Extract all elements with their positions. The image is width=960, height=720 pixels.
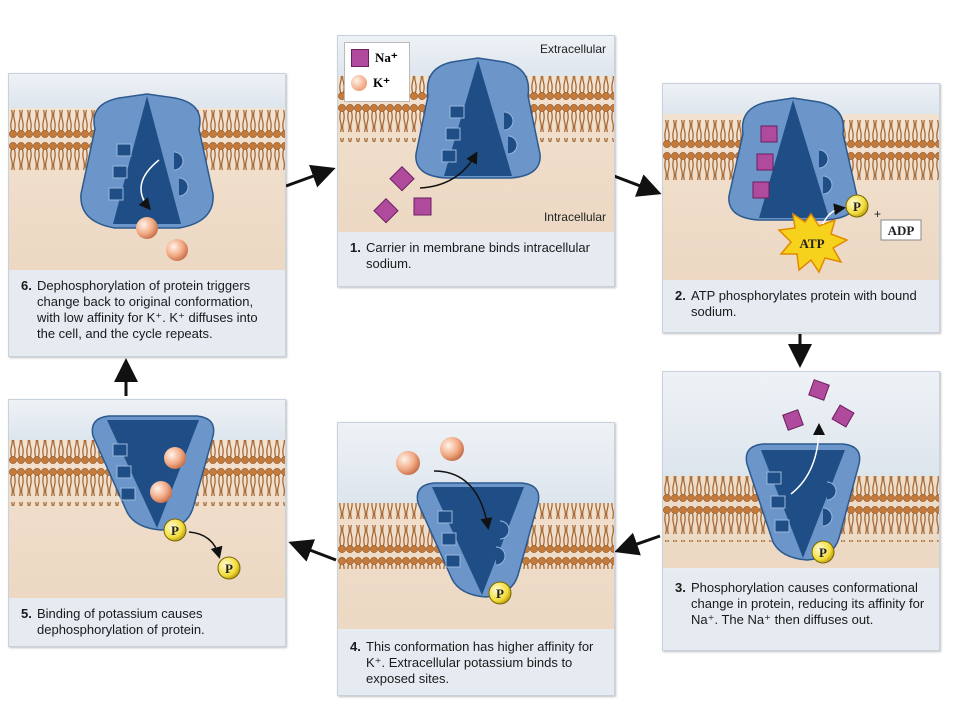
caption-step-5: 5. Binding of potassium causes dephospho… (9, 598, 285, 646)
caption-step-6: 6. Dephosphorylation of protein triggers… (9, 270, 285, 356)
sodium-legend-icon (351, 49, 369, 67)
panel-step-1: Na⁺ K⁺ Extracellular Intracellular 1. Ca… (337, 35, 615, 287)
arrow-1-to-2 (613, 174, 662, 197)
atp-burst (777, 212, 849, 274)
potassium-ion (164, 447, 186, 469)
sodium-ion (389, 165, 415, 192)
caption-step-3: 3. Phosphorylation causes conformational… (663, 572, 939, 650)
svg-text:P: P (171, 523, 179, 538)
arrow-4-to-5 (288, 539, 337, 562)
sodium-ion (782, 409, 804, 431)
sodium-ion (373, 197, 399, 224)
panel-step-5: P P 5. Binding of potassium causes depho… (8, 399, 286, 647)
sodium-ion (831, 404, 855, 428)
svg-text:P: P (225, 561, 233, 576)
sodium-ion (413, 197, 432, 216)
intracellular-label: Intracellular (543, 210, 606, 224)
sodium-ion (808, 379, 830, 401)
potassium-ion (396, 451, 420, 475)
extracellular-label: Extracellular (539, 42, 606, 56)
adp-box (880, 219, 922, 241)
arrow-3-to-4 (614, 532, 661, 556)
phosphate-group (811, 540, 835, 564)
potassium-ion (136, 217, 158, 239)
potassium-ion (440, 437, 464, 461)
atp-label: ATP (799, 236, 824, 251)
svg-text:P: P (496, 586, 504, 601)
caption-step-1: 1. Carrier in membrane binds intracellul… (338, 232, 614, 286)
phosphate-group (845, 194, 869, 218)
panel-step-2: ATP P + ADP 2. ATP phosphorylates protei… (662, 83, 940, 333)
svg-text:P: P (853, 199, 861, 214)
panel-step-4: P 4. This conformation has higher affini… (337, 422, 615, 696)
potassium-ion (150, 481, 172, 503)
svg-text:ADP: ADP (888, 223, 915, 238)
released-phosphate (217, 556, 241, 580)
panel-step-6: 6. Dephosphorylation of protein triggers… (8, 73, 286, 357)
potassium-legend-icon (351, 75, 367, 91)
sodium-ion (760, 125, 778, 143)
svg-text:+: + (874, 207, 881, 221)
sodium-ion (752, 181, 770, 199)
phosphate-group (488, 581, 512, 605)
caption-step-2: 2. ATP phosphorylates protein with bound… (663, 280, 939, 332)
ion-legend: Na⁺ K⁺ (344, 42, 410, 102)
caption-step-4: 4. This conformation has higher affinity… (338, 631, 614, 695)
arrow-6-to-1 (285, 164, 336, 188)
phosphate-group (163, 518, 187, 542)
sodium-ion (756, 153, 774, 171)
panel-step-3: P 3. Phosphorylation causes conformation… (662, 371, 940, 651)
svg-text:P: P (819, 545, 827, 560)
potassium-ion (166, 239, 188, 261)
